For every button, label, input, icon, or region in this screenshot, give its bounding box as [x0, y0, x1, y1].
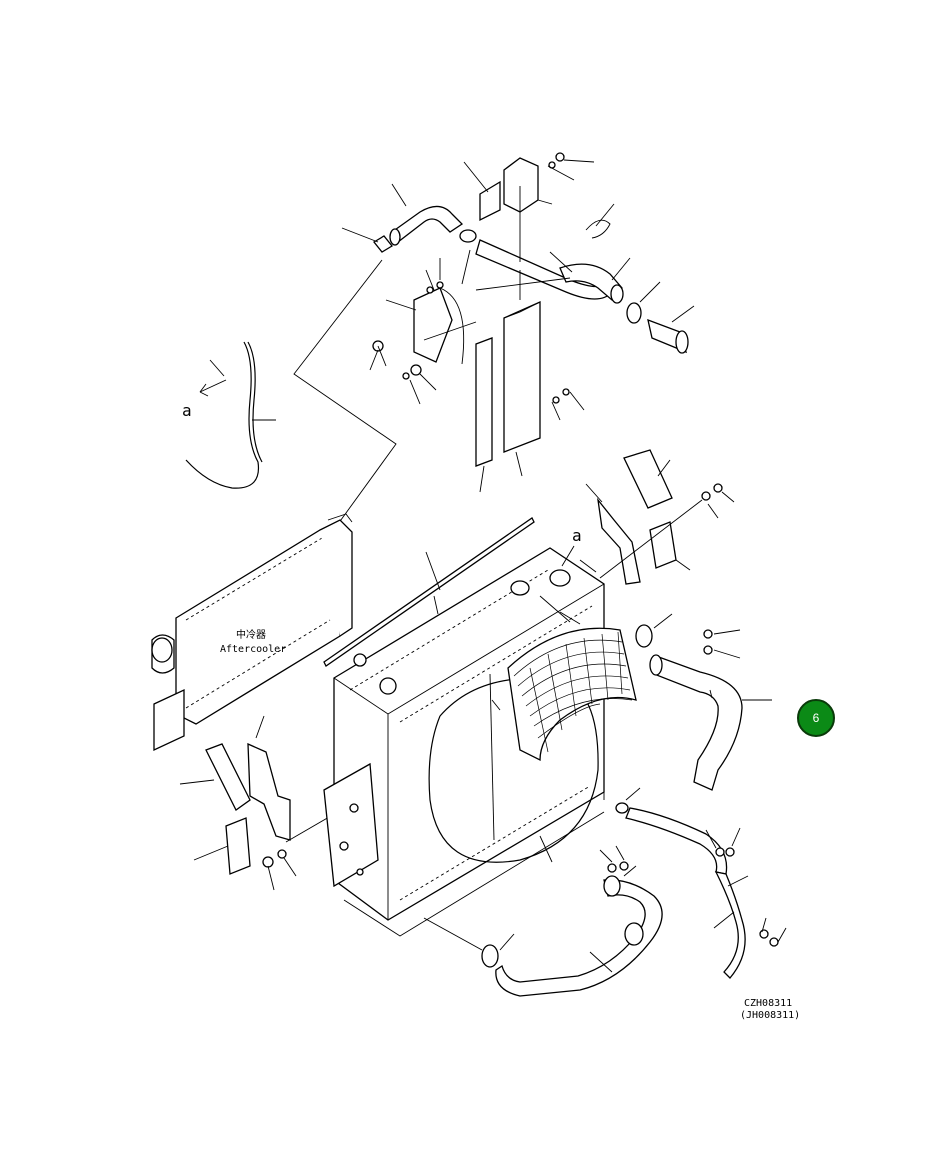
aftercooler-group: 中冷器 Aftercooler: [151, 513, 353, 752]
fan-guard: [507, 627, 637, 762]
upper-hose-group: [341, 152, 695, 493]
drawing-number: CZH08311: [744, 998, 792, 1009]
aftercooler-label-cn: 中冷器: [236, 628, 266, 641]
callout-label-a-left: a: [182, 401, 192, 420]
sensor-cable-group: a: [182, 259, 397, 525]
radiator-group: a: [323, 517, 637, 937]
aftercooler-label-en: Aftercooler: [220, 644, 286, 655]
callout-label-a-right: a: [572, 526, 582, 545]
lower-hose-group: [423, 613, 787, 997]
drawing-number-alt: (JH008311): [740, 1010, 800, 1021]
right-bracket-group: [585, 449, 735, 585]
page-number-badge[interactable]: 6: [797, 699, 835, 737]
